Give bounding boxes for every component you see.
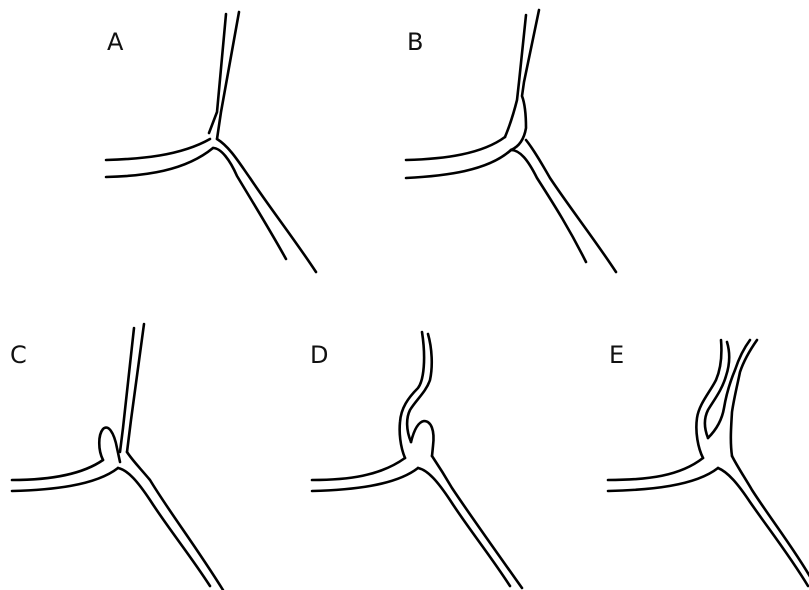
panel-a: A [100, 0, 330, 290]
panel-b: B [400, 0, 630, 290]
branching-vessel-diagram-b [400, 0, 630, 290]
panel-e: E [600, 300, 809, 590]
panel-d: D [300, 300, 530, 590]
branching-vessel-diagram-e [600, 300, 809, 590]
branching-vessel-diagram-a [100, 0, 330, 290]
branching-vessel-diagram-d [300, 300, 530, 590]
panel-c: C [0, 300, 230, 590]
branching-vessel-diagram-c [0, 300, 230, 590]
